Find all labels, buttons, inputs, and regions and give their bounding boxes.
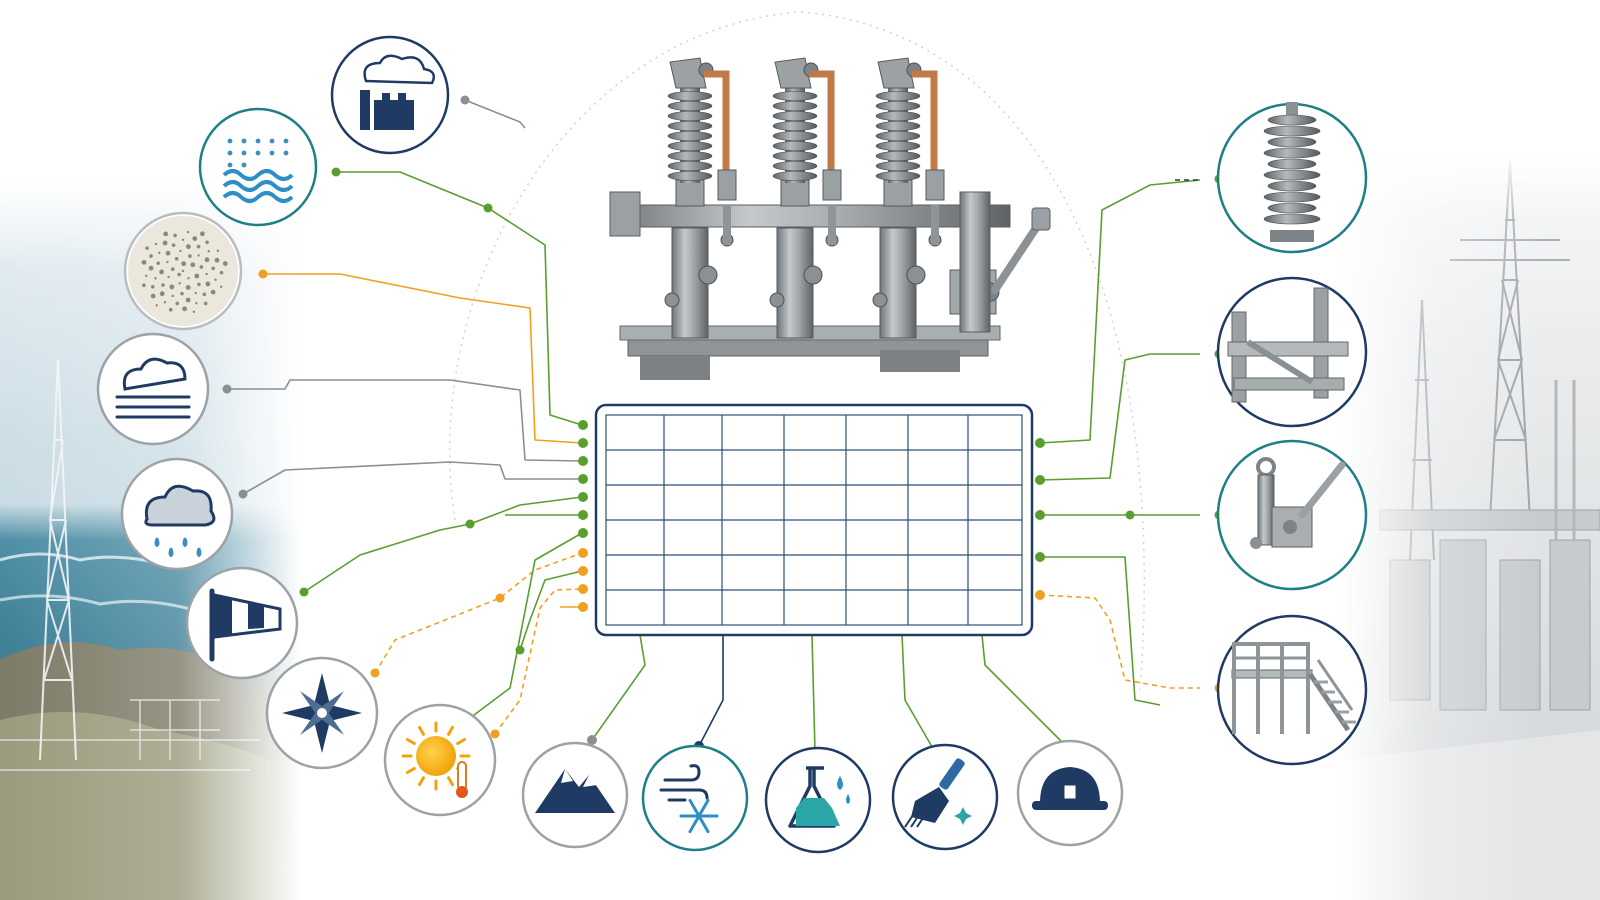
operating-mechanism-icon[interactable] — [1216, 439, 1368, 591]
connector-line — [1039, 594, 1200, 689]
table-port-left — [578, 510, 588, 520]
table-port-left — [578, 420, 588, 430]
fog-icon[interactable] — [96, 332, 210, 446]
table-port-right — [1035, 475, 1045, 485]
table-port-left — [578, 456, 588, 466]
connector-dot — [495, 593, 505, 603]
table-inner-border — [605, 414, 1023, 626]
safety-helmet-icon[interactable] — [1016, 739, 1124, 847]
connector-dot — [1125, 510, 1135, 520]
substation-background — [1340, 150, 1600, 900]
table-grid — [605, 414, 1023, 626]
connector-dot — [238, 489, 248, 499]
connector-line — [698, 635, 724, 747]
switch-pole — [664, 57, 737, 339]
connector-line — [374, 552, 583, 674]
connector-dot — [222, 384, 232, 394]
connector-line — [811, 634, 816, 753]
table-port-left — [578, 602, 588, 612]
connector-dot — [460, 95, 470, 105]
table-port-left — [578, 566, 588, 576]
switch-pole — [769, 57, 842, 339]
wind-sock-icon[interactable] — [185, 566, 299, 680]
table-ports — [578, 420, 1045, 612]
connector-line — [469, 532, 583, 719]
connector-dot — [258, 269, 268, 279]
table-port-left — [578, 492, 588, 502]
connector-line — [1040, 556, 1161, 706]
salt-spray-humidity-icon[interactable] — [198, 107, 318, 227]
wind-snow-ring — [641, 744, 749, 852]
disconnector-switch-illustration — [609, 57, 1051, 380]
data-table — [594, 403, 1034, 637]
table-port-left — [578, 528, 588, 538]
rain-cloud-icon[interactable] — [120, 457, 234, 571]
fog-ring — [96, 332, 210, 446]
table-port-right — [1035, 552, 1045, 562]
table-port-right — [1035, 438, 1045, 448]
mountain-altitude-icon[interactable] — [521, 741, 629, 849]
connector-dot — [483, 203, 493, 213]
wind-snow-icon[interactable] — [641, 744, 749, 852]
connector-line — [1039, 353, 1200, 481]
connector-line — [494, 588, 583, 735]
insulator-icon[interactable] — [1216, 102, 1368, 254]
connector-line — [1039, 179, 1201, 444]
connector-line — [263, 273, 583, 444]
table-port-left — [578, 438, 588, 448]
connector-line — [464, 99, 526, 129]
connector-line — [519, 570, 583, 651]
industrial-pollution-icon[interactable] — [330, 35, 450, 155]
connector-dot — [370, 668, 380, 678]
connector-line — [242, 461, 582, 495]
table-port-right — [1035, 510, 1045, 520]
connector-dot — [331, 167, 341, 177]
chemical-flask-icon[interactable] — [764, 746, 872, 854]
salt-spray-humidity-ring — [198, 107, 318, 227]
connector-dot — [465, 519, 475, 529]
compass-rose-icon[interactable] — [265, 656, 379, 770]
connector-line — [227, 379, 583, 462]
table-port-right — [1035, 590, 1045, 600]
cleaning-brush-icon[interactable] — [891, 743, 999, 851]
maintenance-platform-ring — [1216, 614, 1368, 766]
connector-line — [303, 496, 583, 593]
dust-particles-icon[interactable] — [123, 211, 243, 331]
connector-dot — [299, 587, 309, 597]
table-port-left — [578, 548, 588, 558]
maintenance-platform-icon[interactable] — [1216, 614, 1368, 766]
sun-temperature-icon[interactable] — [383, 703, 497, 817]
connector-dot — [587, 735, 597, 745]
connector-dot — [490, 729, 500, 739]
connector-line — [336, 171, 583, 426]
table-port-left — [578, 474, 588, 484]
connector-line — [591, 634, 646, 741]
connector-line — [901, 634, 936, 753]
switch-pole — [872, 57, 945, 339]
connector-line — [981, 634, 1067, 747]
steel-frame-icon[interactable] — [1216, 276, 1368, 428]
table-port-left — [578, 584, 588, 594]
